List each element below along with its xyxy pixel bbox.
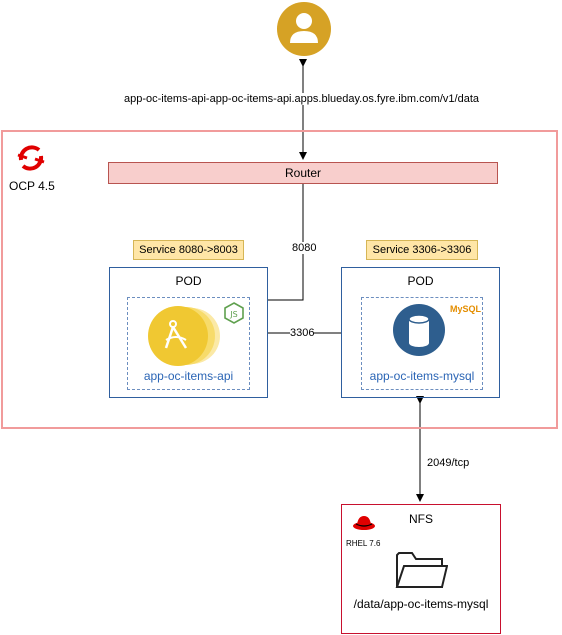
database-icon	[392, 303, 446, 357]
pod-port-label: 3306	[290, 327, 315, 339]
pod-api: POD JS app-oc-items-api	[109, 267, 268, 398]
nodejs-badge-icon: JS	[224, 302, 244, 324]
router-node: Router	[108, 162, 498, 184]
redhat-logo-icon	[352, 513, 376, 531]
pod-mysql: POD MySQL app-oc-items-mysql	[341, 267, 500, 398]
service-mysql: Service 3306->3306	[366, 240, 478, 260]
nfs-path: /data/app-oc-items-mysql	[353, 597, 489, 611]
router-label: Router	[284, 166, 322, 180]
pod-title: POD	[407, 274, 434, 288]
svg-text:JS: JS	[229, 310, 237, 319]
folder-icon	[394, 549, 449, 591]
pod-title: POD	[175, 274, 202, 288]
router-port-label: 8080	[292, 242, 317, 254]
nfs-port-label: 2049/tcp	[427, 457, 470, 469]
ocp-label: OCP 4.5	[9, 179, 55, 193]
mysql-logo-text: MySQL	[450, 304, 482, 314]
nfs-title: NFS	[409, 512, 433, 526]
service-mysql-label: Service 3306->3306	[372, 244, 472, 256]
user-icon	[276, 1, 332, 57]
service-api-label: Service 8080->8003	[139, 244, 238, 256]
service-api: Service 8080->8003	[133, 240, 244, 260]
nodejs-app-icon	[146, 304, 228, 368]
container-api-label: app-oc-items-api	[143, 369, 234, 383]
mysql-logo-icon: MySQL	[450, 304, 481, 314]
client-url-label: app-oc-items-api-app-oc-items-api.apps.b…	[124, 93, 480, 105]
container-mysql: MySQL app-oc-items-mysql	[361, 297, 483, 390]
ocp-cluster	[1, 130, 558, 429]
nfs-os-label: RHEL 7.6	[346, 539, 381, 548]
container-api: JS app-oc-items-api	[127, 297, 250, 390]
openshift-logo-icon	[15, 142, 47, 174]
nfs-server: NFS RHEL 7.6 /data/app-oc-items-mysql	[341, 504, 501, 634]
container-mysql-label: app-oc-items-mysql	[369, 369, 475, 383]
router-pod-connector	[268, 184, 304, 301]
